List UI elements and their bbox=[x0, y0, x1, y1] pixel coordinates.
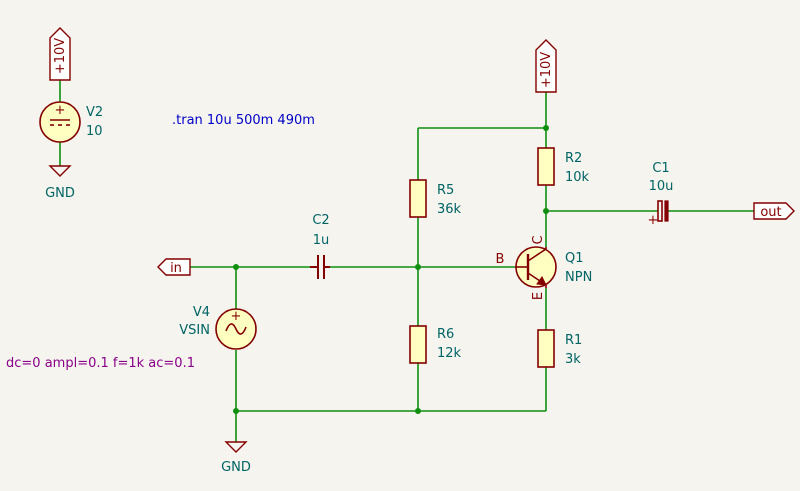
r1-value: 3k bbox=[565, 352, 581, 367]
ground-left-label: GND bbox=[45, 186, 75, 201]
junctions bbox=[233, 125, 549, 414]
c1-value: 10u bbox=[649, 179, 674, 194]
sine-source-v4[interactable] bbox=[215, 308, 257, 350]
junction-dot bbox=[233, 408, 239, 414]
c1-plus-mark: + bbox=[648, 213, 659, 228]
junction-dot bbox=[543, 208, 549, 214]
r6-ref: R6 bbox=[437, 327, 454, 342]
r5-value: 36k bbox=[437, 202, 462, 217]
q1-pin-b: B bbox=[496, 252, 505, 267]
input-label-text: in bbox=[170, 261, 182, 276]
wires bbox=[59, 80, 754, 442]
ground-symbol-bottom[interactable] bbox=[224, 441, 248, 453]
v4-plus-mark: + bbox=[231, 309, 242, 324]
c2-value: 1u bbox=[313, 233, 330, 248]
q1-pin-e: E bbox=[531, 292, 546, 300]
v4-ref: V4 bbox=[193, 305, 210, 320]
q1-ref: Q1 bbox=[565, 251, 584, 266]
r2-value: 10k bbox=[565, 170, 590, 185]
dc-source-v2[interactable] bbox=[39, 101, 81, 143]
power-flag-q1-label: +10V bbox=[539, 52, 554, 88]
q1-value: NPN bbox=[565, 270, 592, 285]
tran-directive[interactable]: .tran 10u 500m 490m bbox=[172, 113, 315, 128]
r6-value: 12k bbox=[437, 346, 462, 361]
output-label-out[interactable] bbox=[753, 202, 795, 220]
v2-plus-mark: + bbox=[55, 103, 66, 118]
resistor-r5[interactable] bbox=[409, 179, 427, 218]
capacitor-c2[interactable] bbox=[310, 255, 330, 279]
capacitor-c1[interactable] bbox=[657, 200, 669, 222]
power-flag-v2-label: +10V bbox=[53, 38, 68, 74]
r5-ref: R5 bbox=[437, 183, 454, 198]
r2-ref: R2 bbox=[565, 151, 582, 166]
v4-value: VSIN bbox=[179, 323, 210, 338]
c1-ref: C1 bbox=[652, 161, 669, 176]
q1-pin-c: C bbox=[531, 235, 546, 244]
junction-dot bbox=[415, 264, 421, 270]
c2-ref: C2 bbox=[312, 213, 329, 228]
ground-bottom-label: GND bbox=[221, 460, 251, 475]
v4-params: dc=0 ampl=0.1 f=1k ac=0.1 bbox=[6, 356, 195, 371]
resistor-r2[interactable] bbox=[537, 147, 555, 186]
junction-dot bbox=[233, 264, 239, 270]
r1-ref: R1 bbox=[565, 333, 582, 348]
v2-ref: V2 bbox=[86, 105, 103, 120]
resistor-r6[interactable] bbox=[409, 325, 427, 364]
input-label-in[interactable] bbox=[157, 258, 191, 276]
v2-value: 10 bbox=[86, 124, 103, 139]
junction-dot bbox=[543, 125, 549, 131]
resistor-r1[interactable] bbox=[537, 329, 555, 368]
ground-symbol-left[interactable] bbox=[48, 165, 72, 177]
output-label-text: out bbox=[760, 205, 781, 220]
power-flag-q1[interactable] bbox=[535, 39, 557, 93]
junction-dot bbox=[415, 408, 421, 414]
power-flag-v2[interactable] bbox=[49, 27, 71, 81]
npn-transistor-q1[interactable] bbox=[515, 246, 557, 288]
